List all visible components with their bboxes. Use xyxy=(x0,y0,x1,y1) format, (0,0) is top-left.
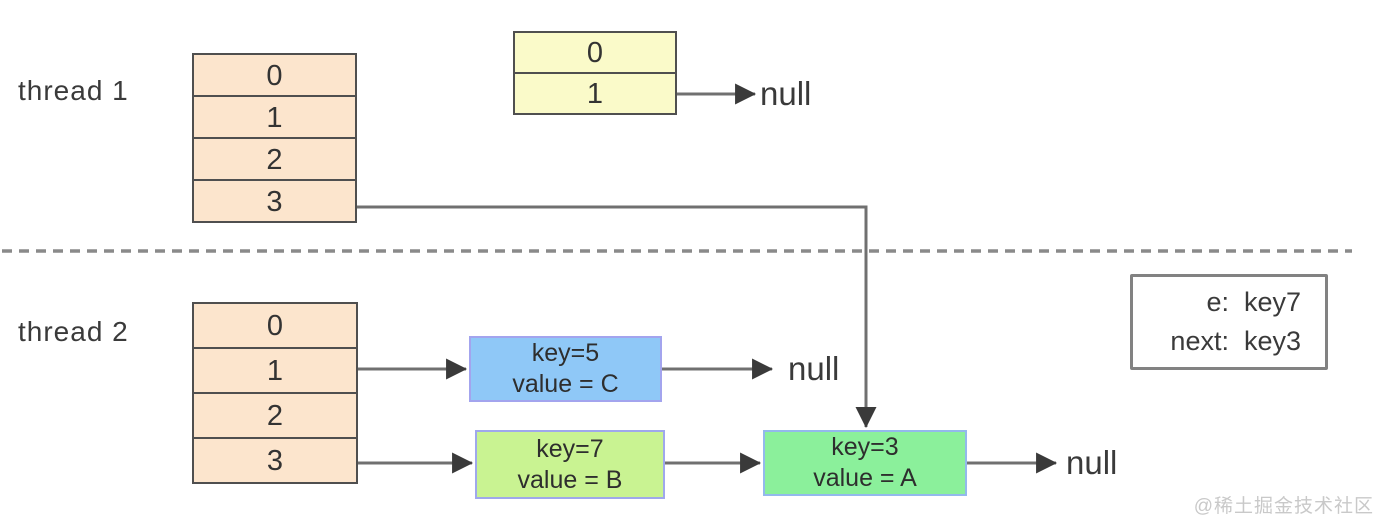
node-key3: key=3 value = A xyxy=(763,430,967,496)
thread1-bucket-box: 0 1 xyxy=(513,31,677,115)
thread1-label: thread 1 xyxy=(18,75,129,106)
thread2-array-cell-0: 0 xyxy=(192,302,358,349)
node-key5: key=5 value = C xyxy=(469,336,662,402)
node-key5-value: value = C xyxy=(512,370,619,398)
thread1-null-label: null xyxy=(760,75,812,112)
thread2-array-cell-2: 2 xyxy=(192,392,358,439)
pointer-e-line: e: key7 xyxy=(1206,287,1301,317)
node-key5-key: key=5 xyxy=(531,339,600,367)
thread1-bucket-cell-1: 1 xyxy=(513,72,677,115)
node-key7: key=7 value = B xyxy=(475,430,665,499)
watermark: @稀土掘金技术社区 xyxy=(1193,496,1374,517)
node-key7-value: value = B xyxy=(517,465,623,494)
thread2-hash-array: 0 1 2 3 xyxy=(192,302,358,484)
pointer-state-box: e: key7 next: key3 xyxy=(1130,274,1328,370)
thread1-bucket-cell-0: 0 xyxy=(513,31,677,74)
key5-null-label: null xyxy=(788,350,840,387)
thread2-array-cell-3: 3 xyxy=(192,437,358,484)
node-key3-value: value = A xyxy=(813,464,917,492)
thread1-array-cell-1: 1 xyxy=(192,95,357,139)
node-key3-key: key=3 xyxy=(831,433,899,461)
pointer-next-line: next: key3 xyxy=(1170,326,1301,356)
thread1-array-cell-2: 2 xyxy=(192,137,357,181)
thread1-array-cell-0: 0 xyxy=(192,53,357,97)
node-key7-key: key=7 xyxy=(536,434,604,463)
thread1-array-cell-3: 3 xyxy=(192,179,357,223)
key3-null-label: null xyxy=(1066,444,1118,481)
thread2-array-cell-1: 1 xyxy=(192,347,358,394)
thread2-label: thread 2 xyxy=(18,316,129,347)
thread1-hash-array: 0 1 2 3 xyxy=(192,53,357,223)
